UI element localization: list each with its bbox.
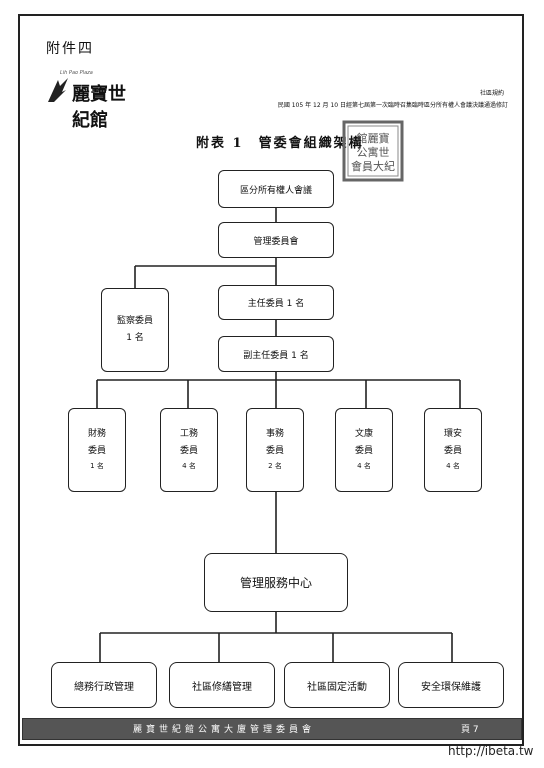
member-box-environment: 環安 委員 4 名 [424, 408, 482, 492]
watermark-url: http://ibeta.tw [448, 744, 534, 758]
rules-reference: 社區規約 [479, 90, 504, 97]
member-role: 委員 [179, 446, 198, 457]
member-title: 環安 [443, 429, 462, 440]
member-box-recreation: 文康 委員 4 名 [335, 408, 393, 492]
chair-box: 主任委員 1 名 [218, 285, 334, 320]
member-role: 委員 [443, 446, 462, 457]
logo-text: 麗寶世紀館 [72, 84, 126, 131]
member-title: 工務 [179, 429, 198, 440]
page-title: 附表 1 管委會組織架構 [196, 136, 364, 151]
logo-tagline: Lih Pao Plaza [60, 70, 93, 76]
member-count: 4 名 [182, 462, 196, 471]
supervisor-box: 監察委員 1 名 [101, 288, 169, 372]
member-role: 委員 [354, 446, 373, 457]
vice-chair-box: 副主任委員 1 名 [218, 336, 334, 372]
logo-mark-icon [48, 78, 68, 102]
official-seal-icon: 館麗寶 公寓世 會員大紀 [342, 120, 404, 182]
dept-box-repair: 社區修繕管理 [169, 662, 275, 708]
member-box-works: 工務 委員 4 名 [160, 408, 218, 492]
member-title: 事務 [265, 429, 284, 440]
member-title: 文康 [354, 429, 373, 440]
member-box-affairs: 事務 委員 2 名 [246, 408, 304, 492]
member-box-finance: 財務 委員 1 名 [68, 408, 126, 492]
footer-bar: 麗寶世紀館公寓大廈管理委員會 頁 7 [22, 718, 522, 740]
page-border [18, 14, 524, 746]
member-role: 委員 [87, 446, 106, 457]
svg-text:會員大紀: 會員大紀 [351, 159, 395, 173]
supervisor-count: 1 名 [126, 333, 144, 343]
attachment-label: 附件四 [46, 41, 94, 57]
dept-box-activities: 社區固定活動 [284, 662, 390, 708]
page-number: 頁 7 [461, 725, 479, 735]
dept-box-admin: 總務行政管理 [51, 662, 157, 708]
member-count: 1 名 [90, 462, 104, 471]
owners-meeting-box: 區分所有權人會議 [218, 170, 334, 208]
svg-text:館麗寶: 館麗寶 [357, 131, 390, 145]
member-count: 2 名 [268, 462, 282, 471]
dept-box-safety: 安全環保維護 [398, 662, 504, 708]
member-count: 4 名 [446, 462, 460, 471]
svg-text:公寓世: 公寓世 [357, 145, 390, 159]
service-center-box: 管理服務中心 [204, 553, 348, 612]
committee-box: 管理委員會 [218, 222, 334, 258]
supervisor-title: 監察委員 [116, 315, 153, 326]
member-role: 委員 [265, 446, 284, 457]
logo: Lih Pao Plaza 麗寶世紀館 [46, 70, 136, 131]
member-title: 財務 [87, 429, 106, 440]
footer-title: 麗寶世紀館公寓大廈管理委員會 [133, 725, 316, 735]
amendment-note: 民國 105 年 12 月 10 日經第七屆第一次臨時召集臨時區分所有權人會議決… [277, 102, 508, 109]
member-count: 4 名 [357, 462, 371, 471]
